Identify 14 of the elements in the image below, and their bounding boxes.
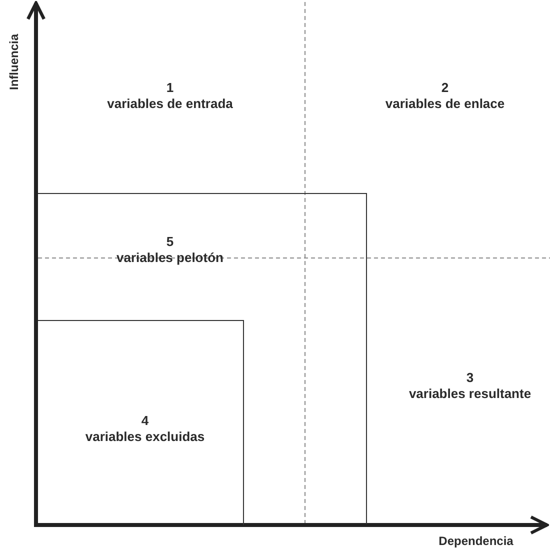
quadrant-label: variables de entrada bbox=[107, 96, 233, 112]
region-number: 5 bbox=[166, 234, 174, 250]
axis-title: Influencia bbox=[6, 34, 22, 90]
axis-title: Dependencia bbox=[438, 533, 514, 549]
quadrant-number: 2 bbox=[441, 80, 449, 96]
quadrant-label: variables de enlace bbox=[385, 96, 505, 112]
region-box bbox=[38, 193, 367, 524]
quadrant-number: 1 bbox=[166, 80, 174, 96]
region-label: variables pelotón bbox=[116, 250, 224, 266]
quadrant-number: 3 bbox=[466, 370, 474, 386]
region-label: variables excluidas bbox=[85, 429, 205, 445]
region-number: 4 bbox=[141, 413, 149, 429]
quadrant-label: variables resultante bbox=[408, 386, 532, 402]
region-box bbox=[38, 320, 244, 525]
